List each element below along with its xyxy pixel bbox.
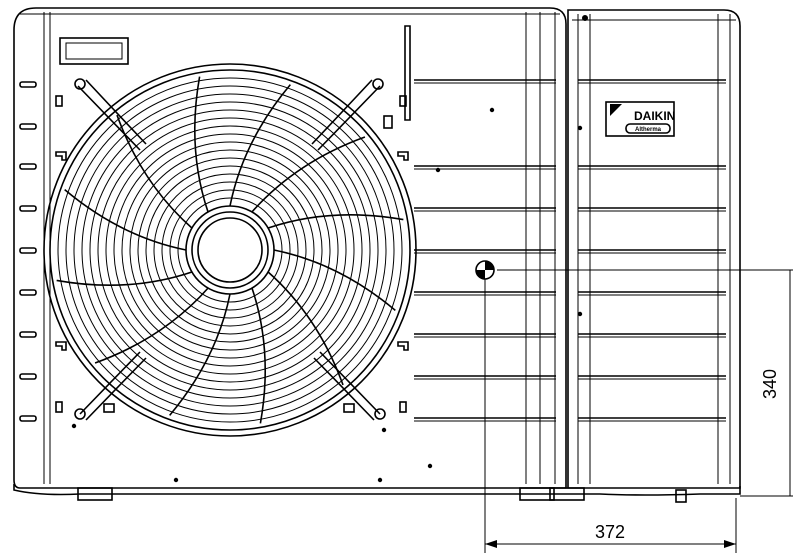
mounting-clips <box>55 95 583 483</box>
unit-right-body <box>567 9 741 489</box>
brand-logo: DAIKIN Altherma <box>605 101 675 137</box>
height-dimension-label: 340 <box>760 369 780 399</box>
fan-brackets <box>74 78 386 421</box>
fan-guard <box>43 63 417 437</box>
dimension-lines <box>484 269 793 553</box>
unit-left-body <box>13 7 567 489</box>
pipe-bracket <box>404 25 411 121</box>
label-plate <box>59 37 129 65</box>
center-of-gravity-symbol <box>475 260 495 280</box>
left-side-louvres <box>19 81 37 422</box>
width-dimension-label: 372 <box>595 522 625 542</box>
brand-name: DAIKIN <box>634 109 675 123</box>
right-body-louvres <box>578 79 726 422</box>
brand-subline: Altherma <box>635 127 662 133</box>
unit-base <box>13 484 741 503</box>
middle-louvres <box>414 79 556 422</box>
